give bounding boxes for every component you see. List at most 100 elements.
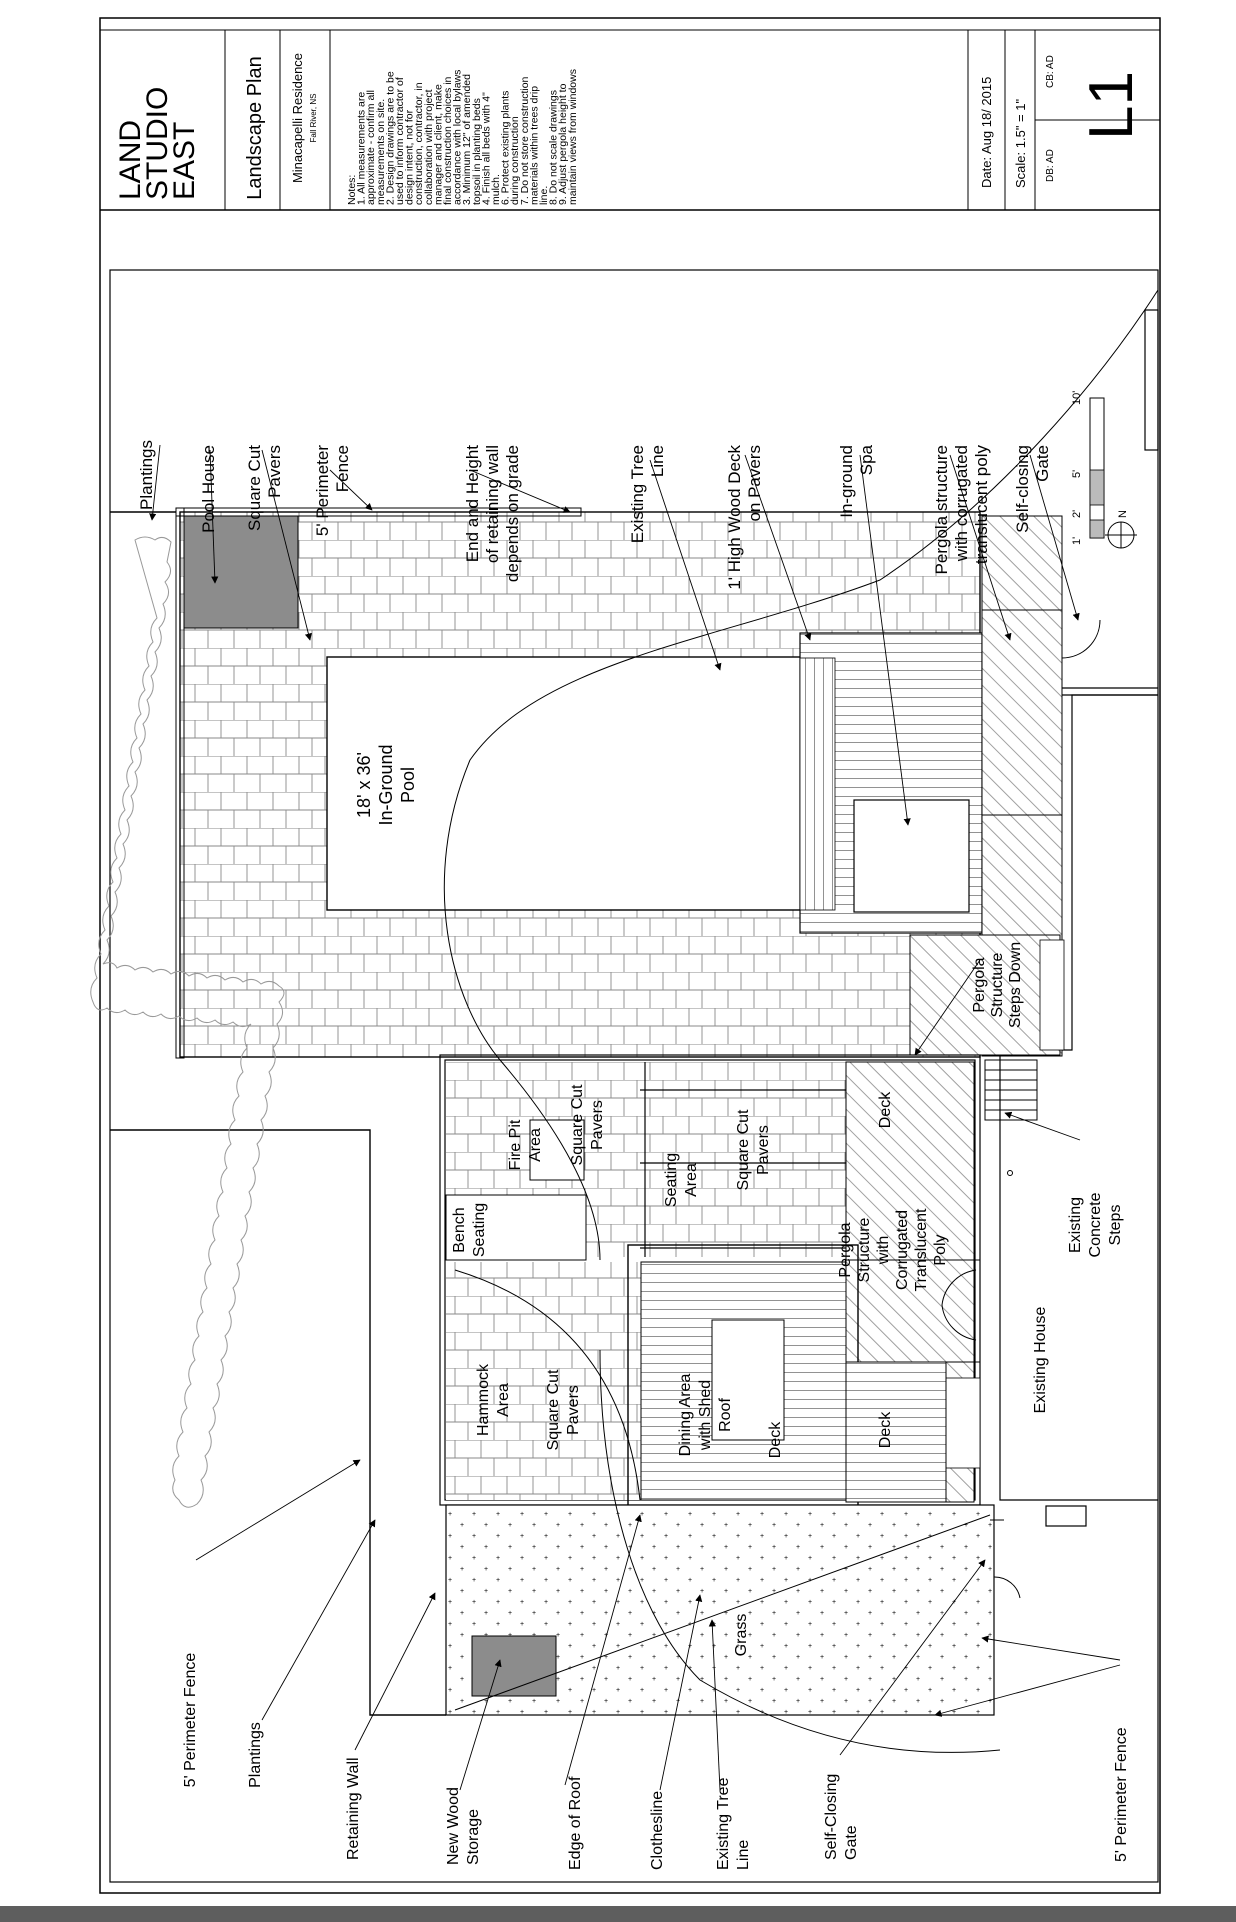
label-wood-deck-line: on Pavers — [745, 445, 764, 522]
label-dining-line: Roof — [717, 1398, 734, 1432]
label-pergola-corrugated-line: Corrugated — [894, 1210, 911, 1290]
scale-tick-label: 10' — [1071, 391, 1083, 405]
label-edge-of-roof: Edge of Roof — [567, 1776, 584, 1870]
label-square-cut-pavers-mid-line: Pavers — [755, 1125, 772, 1175]
label-existing-concrete-steps-line: Concrete — [1087, 1192, 1104, 1257]
note-line: line. — [538, 186, 550, 205]
label-wood-deck: 1' High Wood Deckon Pavers — [725, 445, 764, 590]
label-bench-line: Seating — [471, 1203, 488, 1257]
label-deck-lower-line: Deck — [877, 1411, 894, 1448]
label-perimeter-fence-left-line: 5' Perimeter Fence — [182, 1653, 199, 1788]
label-grass-line: Grass — [733, 1614, 750, 1657]
label-bench-line: Bench — [451, 1207, 468, 1252]
dining-table — [711, 1319, 785, 1441]
sheet-title: Landscape Plan — [244, 56, 266, 199]
label-square-cut-pavers-hammock-line: Pavers — [565, 1385, 582, 1435]
existing-tree-line-top — [443, 289, 1159, 1261]
note-line: 6. Protect existing plants — [500, 91, 512, 205]
lower-deck — [845, 1361, 947, 1503]
label-pool-line: 18' x 36' — [354, 752, 374, 818]
label-fire-pit-line: Area — [527, 1128, 544, 1162]
label-grass: Grass — [733, 1614, 750, 1657]
label-pergola-corrugated-line: Poly — [932, 1234, 949, 1265]
label-self-closing-gate-bottom-line: Self-Closing — [823, 1774, 840, 1860]
label-wood-storage-line: Storage — [465, 1809, 482, 1865]
label-self-closing-gate-top: Self-closingGate — [1013, 445, 1052, 533]
project-location: Fall River, NS — [309, 94, 318, 143]
label-plantings-left: Plantings — [247, 1722, 264, 1788]
note-line: 2. Design drawings are to be — [384, 71, 396, 205]
label-deck-mid: Deck — [877, 1091, 894, 1128]
self-closing-gate-bottom — [993, 1576, 1021, 1599]
note-line: 3. Minimum 12" of amended — [461, 74, 473, 205]
label-existing-tree-line-top: Existing TreeLine — [628, 445, 667, 543]
label-retaining-wall-note: End and Heightof retaining walldepends o… — [463, 445, 522, 582]
firm-name: LANDSTUDIOEAST — [114, 87, 201, 200]
label-retaining-wall-line: Retaining Wall — [345, 1757, 362, 1860]
firm-name-line: EAST — [168, 122, 201, 200]
in-ground-pool — [326, 656, 836, 911]
label-wood-deck-line: 1' High Wood Deck — [725, 445, 744, 590]
label-perimeter-fence-top-line: 5' Perimeter — [313, 445, 332, 536]
note-line: manager and client, make — [432, 84, 444, 205]
label-self-closing-gate-top-line: Gate — [1033, 445, 1052, 482]
label-perimeter-fence-top: 5' PerimeterFence — [313, 445, 352, 536]
label-seating-line: Seating — [663, 1153, 680, 1207]
note-line: final construction choices in — [442, 76, 454, 205]
note-line: 1. All measurements are — [356, 92, 368, 205]
label-deck-dining-line: Deck — [767, 1421, 784, 1458]
label-seating-line: Area — [683, 1163, 700, 1197]
plantings-bed — [90, 536, 285, 1508]
label-dining-line: Dining Area — [677, 1374, 694, 1457]
in-ground-spa — [853, 799, 970, 913]
label-existing-tree-line-top-line: Existing Tree — [628, 445, 647, 543]
label-existing-house-line: Existing House — [1032, 1307, 1049, 1414]
self-closing-gate-top — [1061, 619, 1101, 659]
label-square-cut-pavers-top-line: Pavers — [265, 445, 284, 498]
new-wood-storage — [471, 1635, 557, 1697]
label-existing-tree-line-bottom-line: Line — [735, 1840, 752, 1870]
label-square-cut-pavers-hammock-line: Square Cut — [545, 1369, 562, 1450]
label-pergola-corrugated-line: Structure — [856, 1217, 873, 1282]
label-wood-storage-line: New Wood — [445, 1787, 462, 1865]
label-pergola-steps: PergolaStructureSteps Down — [971, 942, 1024, 1028]
title-block: LANDSTUDIOEAST Landscape Plan Minacapell… — [99, 29, 1161, 211]
project-name: Minacapelli Residence — [290, 53, 305, 183]
label-perimeter-fence-top-line: Fence — [333, 445, 352, 492]
label-clothesline-line: Clothesline — [649, 1791, 666, 1870]
hammock-pavers — [446, 1262, 641, 1500]
label-pool-house-line: Pool House — [199, 445, 218, 533]
label-self-closing-gate-bottom-line: Gate — [843, 1825, 860, 1860]
note-line: collaboration with project — [423, 89, 435, 205]
note-line: measurements on site. — [375, 99, 387, 205]
label-deck-lower: Deck — [877, 1411, 894, 1448]
note-line: materials within trees drip — [528, 86, 540, 205]
label-deck-mid-line: Deck — [877, 1091, 894, 1128]
label-retaining-wall-note-line: End and Height — [463, 445, 482, 562]
label-plantings-left-line: Plantings — [247, 1722, 264, 1788]
label-plantings-top: Plantings — [137, 440, 156, 510]
label-pool-line: Pool — [398, 767, 418, 803]
label-perimeter-fence-bottom: 5' Perimeter Fence — [1113, 1727, 1130, 1862]
label-perimeter-fence-left: 5' Perimeter Fence — [182, 1653, 199, 1788]
label-pergola-corrugated-line: Translucent — [913, 1208, 930, 1292]
firm-name-line: LAND — [114, 120, 147, 200]
label-pergola-poly-line: translucent poly — [972, 445, 991, 565]
label-edge-of-roof-line: Edge of Roof — [567, 1776, 584, 1870]
design-notes: Notes:1. All measurements areapproximate… — [346, 69, 579, 205]
note-line: used to inform contractor of — [394, 77, 406, 205]
label-retaining-wall: Retaining Wall — [345, 1757, 362, 1860]
label-pergola-corrugated-line: with — [875, 1236, 892, 1265]
scale-tick-label: 1' — [1071, 537, 1083, 545]
label-dining-line: with Shed — [697, 1380, 714, 1451]
label-pergola-poly: Pergola structurewith corrugatedtransluc… — [932, 445, 991, 575]
